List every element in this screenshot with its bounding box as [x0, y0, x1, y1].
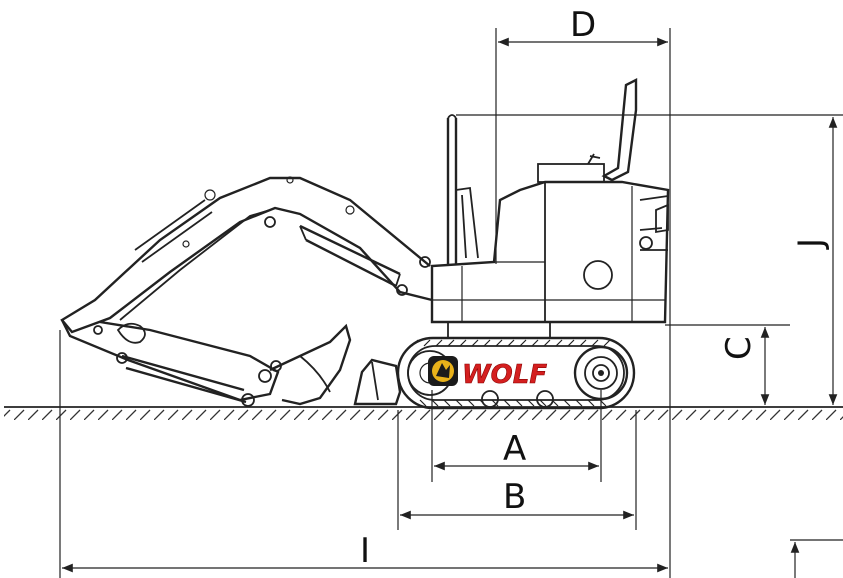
dimension-label-i: I: [360, 531, 370, 571]
dimension-label-d: D: [570, 5, 596, 45]
boom-arm-bucket: [60, 176, 433, 407]
logo-text: WOLF: [462, 360, 547, 390]
dimension-label-j: J: [791, 238, 831, 250]
dimension-label-c: C: [719, 336, 759, 360]
dimension-lines: [59, 28, 843, 578]
wolf-logo: WOLF: [428, 356, 548, 390]
dimension-label-a: A: [503, 429, 526, 469]
machine-body: [430, 78, 670, 339]
dimension-label-b: B: [503, 477, 526, 517]
ground: [4, 406, 843, 420]
